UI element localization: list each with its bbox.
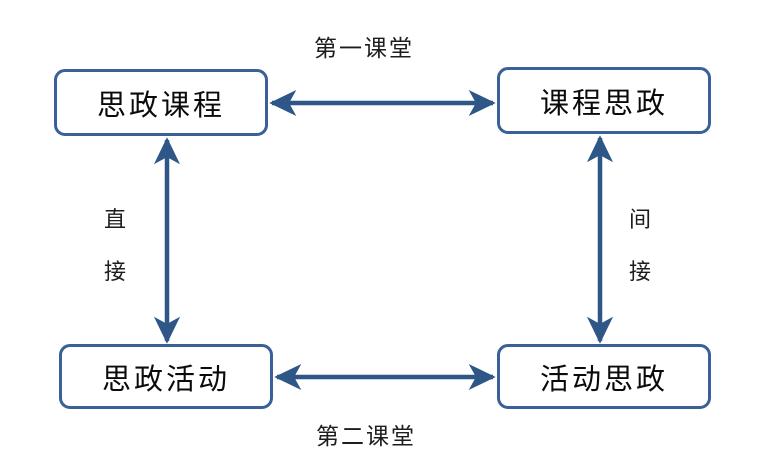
edge-label-direct-char-2: 接: [103, 259, 126, 284]
edge-label-indirect-char-1: 间: [628, 207, 651, 232]
edge-label-first-classroom: 第一课堂: [314, 36, 414, 61]
edge-label-direct-char-1: 直: [103, 207, 126, 232]
edge-label-direct: 直 接: [100, 194, 130, 298]
edge-label-indirect: 间 接: [625, 194, 655, 298]
node-sizheng-huodong[interactable]: 思政活动: [59, 344, 273, 409]
node-sizheng-kecheng[interactable]: 思政课程: [54, 69, 268, 136]
edge-label-second-classroom: 第二课堂: [316, 424, 416, 449]
edge-label-indirect-char-2: 接: [628, 259, 651, 284]
node-kecheng-sizheng[interactable]: 课程思政: [497, 67, 711, 134]
node-huodong-sizheng[interactable]: 活动思政: [497, 344, 711, 409]
